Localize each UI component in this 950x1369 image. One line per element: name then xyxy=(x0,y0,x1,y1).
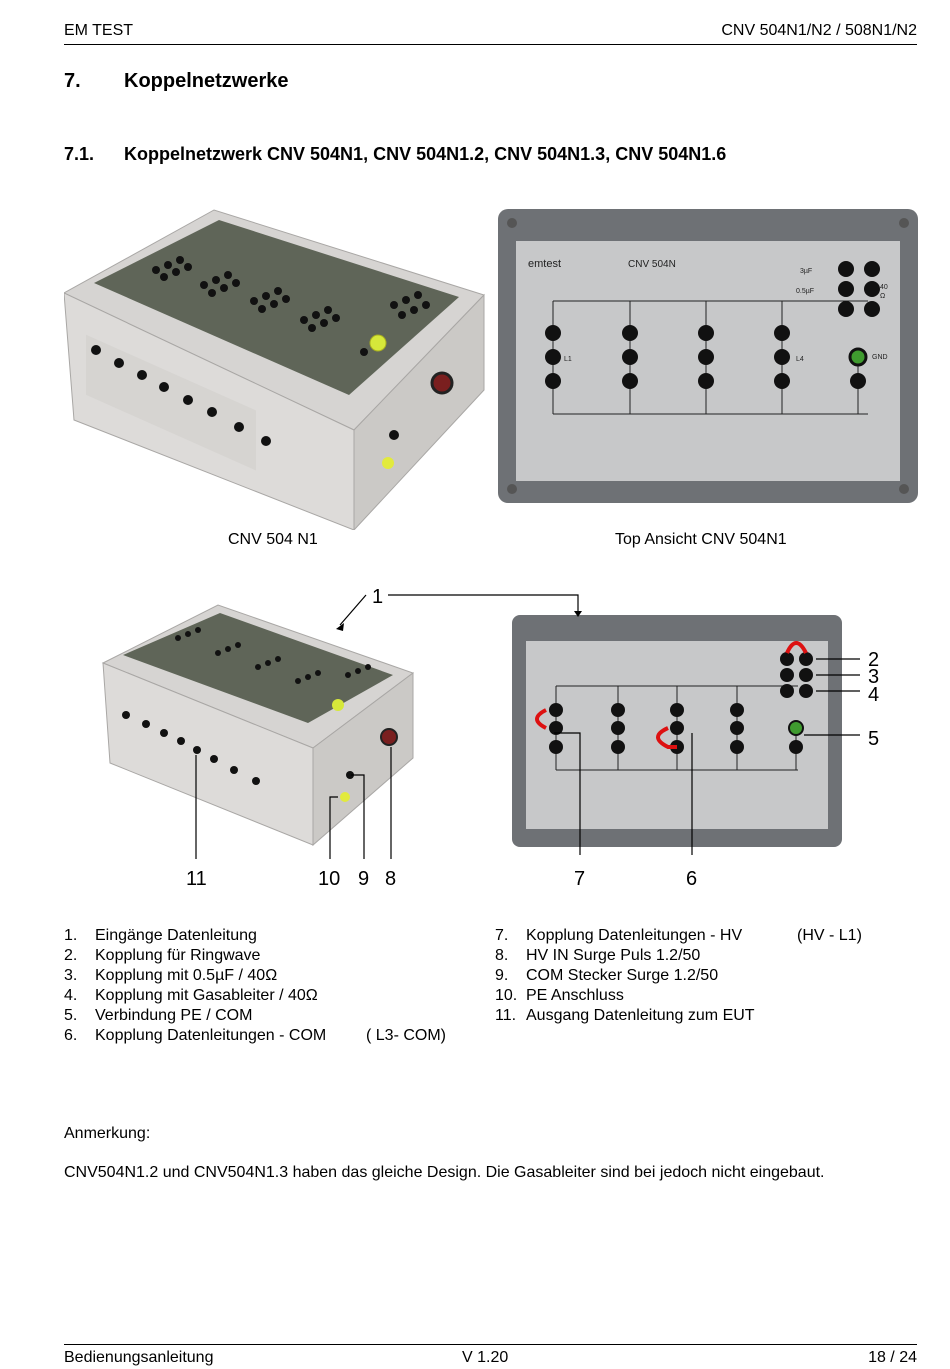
callout-9: 9 xyxy=(358,868,369,890)
legend-right: 7.Kopplung Datenleitungen - HV(HV - L1) … xyxy=(495,926,915,1026)
section-heading: 7. Koppelnetzwerke xyxy=(64,70,288,93)
note-label: Anmerkung: xyxy=(64,1125,151,1142)
page-footer: Bedienungsanleitung V 1.20 18 / 24 xyxy=(64,1344,917,1367)
legend-left: 1.Eingänge Datenleitung 2.Kopplung für R… xyxy=(64,926,484,1046)
caption-top-view: Top Ansicht CNV 504N1 xyxy=(615,531,787,548)
panel-photo-top-view: emtest CNV 504N 3µF 0.5µF 40 Ω L1 L4 GND xyxy=(498,209,918,503)
footer-left: Bedienungsanleitung xyxy=(64,1349,214,1366)
legend-item: 1.Eingänge Datenleitung xyxy=(64,927,257,944)
panel-ohm: Ω xyxy=(880,293,885,300)
subsection-heading: 7.1. Koppelnetzwerk CNV 504N1, CNV 504N1.… xyxy=(64,144,726,165)
callout-6: 6 xyxy=(686,868,697,890)
callout-2: 2 xyxy=(868,649,879,671)
legend-item-extra: ( L3- COM) xyxy=(366,1027,446,1044)
legend-item: 10.PE Anschluss xyxy=(495,987,624,1004)
callout-8: 8 xyxy=(385,868,396,890)
legend-item-extra: (HV - L1) xyxy=(797,927,862,944)
note-text: CNV504N1.2 und CNV504N1.3 haben das glei… xyxy=(64,1164,825,1181)
caption-device-photo: CNV 504 N1 xyxy=(228,531,318,548)
legend-item: 2.Kopplung für Ringwave xyxy=(64,947,261,964)
legend-item: 6.Kopplung Datenleitungen - COM( L3- COM… xyxy=(64,1027,446,1044)
legend-item: 9.COM Stecker Surge 1.2/50 xyxy=(495,967,719,984)
section-title: Koppelnetzwerke xyxy=(124,70,289,92)
footer-version: V 1.20 xyxy=(462,1349,509,1366)
callout-11: 11 xyxy=(186,868,207,890)
panel-brand: emtest xyxy=(528,258,561,270)
page-header: EM TEST CNV 504N1/N2 / 508N1/N2 xyxy=(64,22,917,45)
subsection-title: Koppelnetzwerk CNV 504N1, CNV 504N1.2, C… xyxy=(124,144,727,164)
legend-item: 3.Kopplung mit 0.5µF / 40Ω xyxy=(64,967,278,984)
callout-7: 7 xyxy=(574,868,585,890)
panel-res: 40 xyxy=(880,284,888,291)
legend-item: 5.Verbindung PE / COM xyxy=(64,1007,253,1024)
device-photo-top xyxy=(64,209,485,530)
header-left: EM TEST xyxy=(64,22,134,39)
panel-gnd: GND xyxy=(872,354,888,361)
header-right: CNV 504N1/N2 / 508N1/N2 xyxy=(721,22,917,39)
section-number: 7. xyxy=(64,70,81,92)
callout-4: 4 xyxy=(868,684,879,706)
legend-item: 8.HV IN Surge Puls 1.2/50 xyxy=(495,947,701,964)
legend-item: 11.Ausgang Datenleitung zum EUT xyxy=(495,1007,755,1024)
panel-cap2: 0.5µF xyxy=(796,288,814,295)
callout-5: 5 xyxy=(868,728,879,750)
callout-1: 1 xyxy=(372,586,383,608)
panel-l1: L1 xyxy=(564,356,572,363)
callout-3: 3 xyxy=(868,666,879,688)
annotated-figure: 1 2 3 4 5 6 7 8 9 10 11 xyxy=(101,586,879,890)
footer-page-number: 18 / 24 xyxy=(868,1349,917,1366)
legend-item: 4.Kopplung mit Gasableiter / 40Ω xyxy=(64,987,318,1004)
subsection-number: 7.1. xyxy=(64,144,95,164)
panel-cap1: 3µF xyxy=(800,268,812,275)
panel-l4: L4 xyxy=(796,356,804,363)
panel-model: CNV 504N xyxy=(628,259,676,270)
callout-10: 10 xyxy=(318,868,340,890)
legend-item: 7.Kopplung Datenleitungen - HV(HV - L1) xyxy=(495,927,862,944)
